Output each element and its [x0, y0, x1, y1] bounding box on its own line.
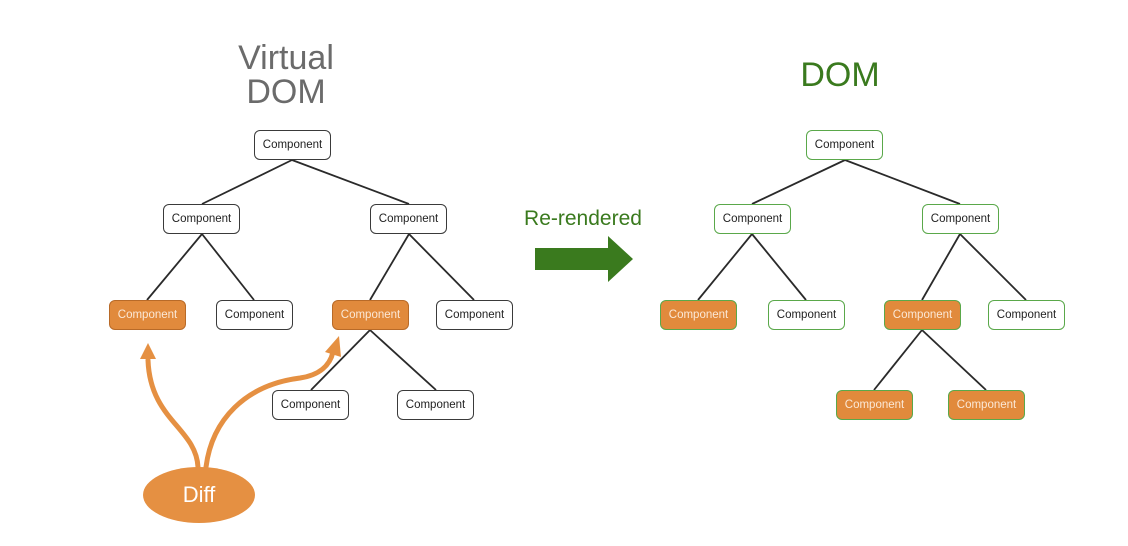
- dom-updated-node: Component: [836, 390, 913, 420]
- vdom-node: Component: [436, 300, 513, 330]
- vdom-edge: [291, 159, 410, 205]
- diff-arrowhead-left: [140, 343, 156, 359]
- vdom-node: Component: [397, 390, 474, 420]
- vdom-edge: [201, 159, 293, 205]
- re-rendered-label: Re-rendered: [524, 207, 642, 230]
- dom-node: Component: [922, 204, 999, 234]
- vdom-node: Component: [370, 204, 447, 234]
- vdom-changed-node: Component: [332, 300, 409, 330]
- dom-root-node: Component: [806, 130, 883, 160]
- vdom-changed-node: Component: [109, 300, 186, 330]
- dom-edge: [921, 233, 961, 301]
- diff-arrowhead-right: [325, 336, 341, 357]
- vdom-edge: [201, 233, 255, 301]
- dom-updated-node: Component: [948, 390, 1025, 420]
- diff-arrow-left: [145, 357, 201, 470]
- dom-edge: [921, 329, 987, 391]
- vdom-edge: [408, 233, 475, 301]
- virtual-dom-edges: [146, 159, 475, 391]
- dom-edges: [697, 159, 1027, 391]
- dom-edge: [751, 159, 846, 205]
- virtual-dom-title-line1: Virtual: [238, 39, 334, 77]
- dom-node: Component: [988, 300, 1065, 330]
- re-rendered-arrow-icon: [535, 236, 633, 282]
- vdom-node: Component: [216, 300, 293, 330]
- diff-label: Diff: [182, 482, 216, 507]
- dom-node: Component: [714, 204, 791, 234]
- virtual-dom-title-line2: DOM: [246, 73, 326, 111]
- diff-arrows: [145, 349, 336, 470]
- dom-edge: [697, 233, 753, 301]
- virtual-dom-title: Virtual DOM: [206, 41, 366, 109]
- dom-edge: [959, 233, 1027, 301]
- vdom-node: Component: [163, 204, 240, 234]
- vdom-edge: [310, 329, 371, 391]
- vdom-root-node: Component: [254, 130, 331, 160]
- dom-updated-node: Component: [884, 300, 961, 330]
- vdom-node: Component: [272, 390, 349, 420]
- dom-updated-node: Component: [660, 300, 737, 330]
- dom-edge: [844, 159, 961, 205]
- vdom-edge: [146, 233, 203, 301]
- diff-bubble: Diff: [143, 467, 255, 523]
- diff-arrow-right: [203, 349, 336, 470]
- dom-edge: [751, 233, 807, 301]
- dom-title: DOM: [800, 56, 880, 94]
- dom-edge: [873, 329, 923, 391]
- dom-node: Component: [768, 300, 845, 330]
- vdom-edge: [369, 329, 437, 391]
- vdom-edge: [369, 233, 410, 301]
